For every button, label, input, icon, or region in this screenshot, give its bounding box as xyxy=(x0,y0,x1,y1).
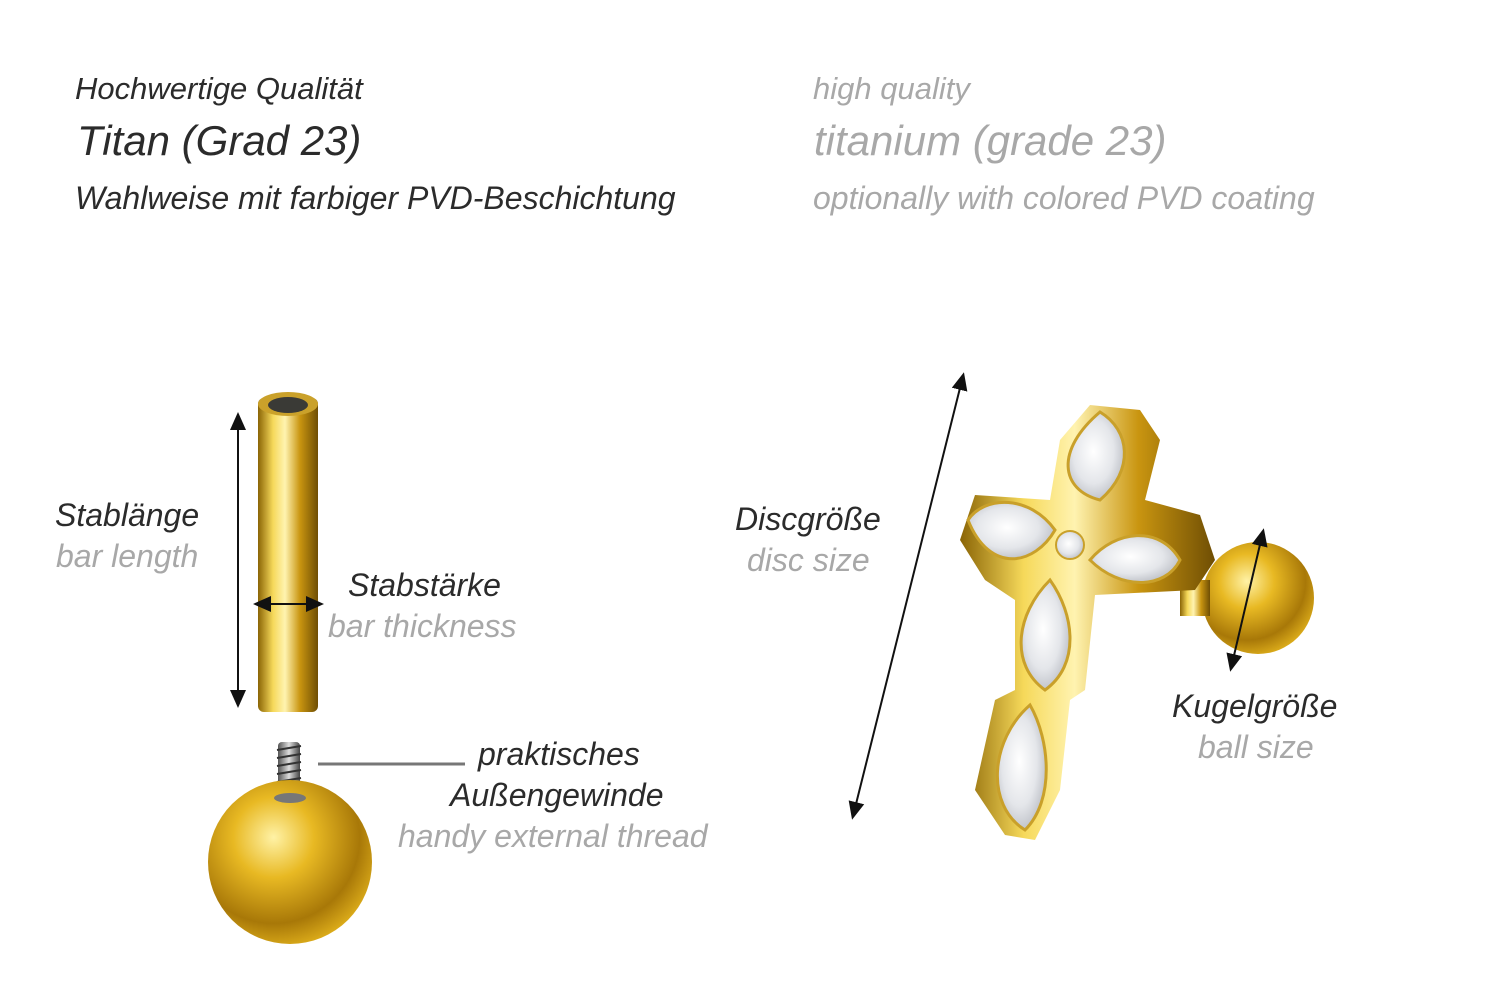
ball-size-label-en: ball size xyxy=(1198,729,1314,765)
coating-label-en: optionally with colored PVD coating xyxy=(813,180,1315,216)
disc-size-arrow xyxy=(848,372,968,820)
bar-thickness-label-de: Stabstärke xyxy=(348,567,501,603)
bar-length-label-de: Stablänge xyxy=(55,497,200,533)
bar-thickness-label-en: bar thickness xyxy=(328,608,517,644)
bar-length-label-en: bar length xyxy=(56,538,199,574)
bar-illustration xyxy=(258,392,318,712)
coating-label-de: Wahlweise mit farbiger PVD-Beschichtung xyxy=(75,180,676,216)
cross-illustration xyxy=(960,405,1215,840)
thread-label-en: handy external thread xyxy=(398,818,708,854)
material-label-de: Titan (Grad 23) xyxy=(77,117,362,164)
disc-size-label-de: Discgröße xyxy=(735,501,881,537)
thread-label-de-2: Außengewinde xyxy=(450,777,664,813)
quality-label-en: high quality xyxy=(813,71,970,106)
thread-label-de-1: praktisches xyxy=(478,736,640,772)
material-label-en: titanium (grade 23) xyxy=(814,117,1167,164)
threaded-ball-illustration xyxy=(208,742,372,944)
quality-label-de: Hochwertige Qualität xyxy=(75,71,363,106)
disc-size-label-en: disc size xyxy=(747,542,870,578)
ball-size-label-de: Kugelgröße xyxy=(1172,688,1338,724)
ball-size-arrow xyxy=(1226,528,1268,672)
end-ball xyxy=(1202,542,1314,654)
